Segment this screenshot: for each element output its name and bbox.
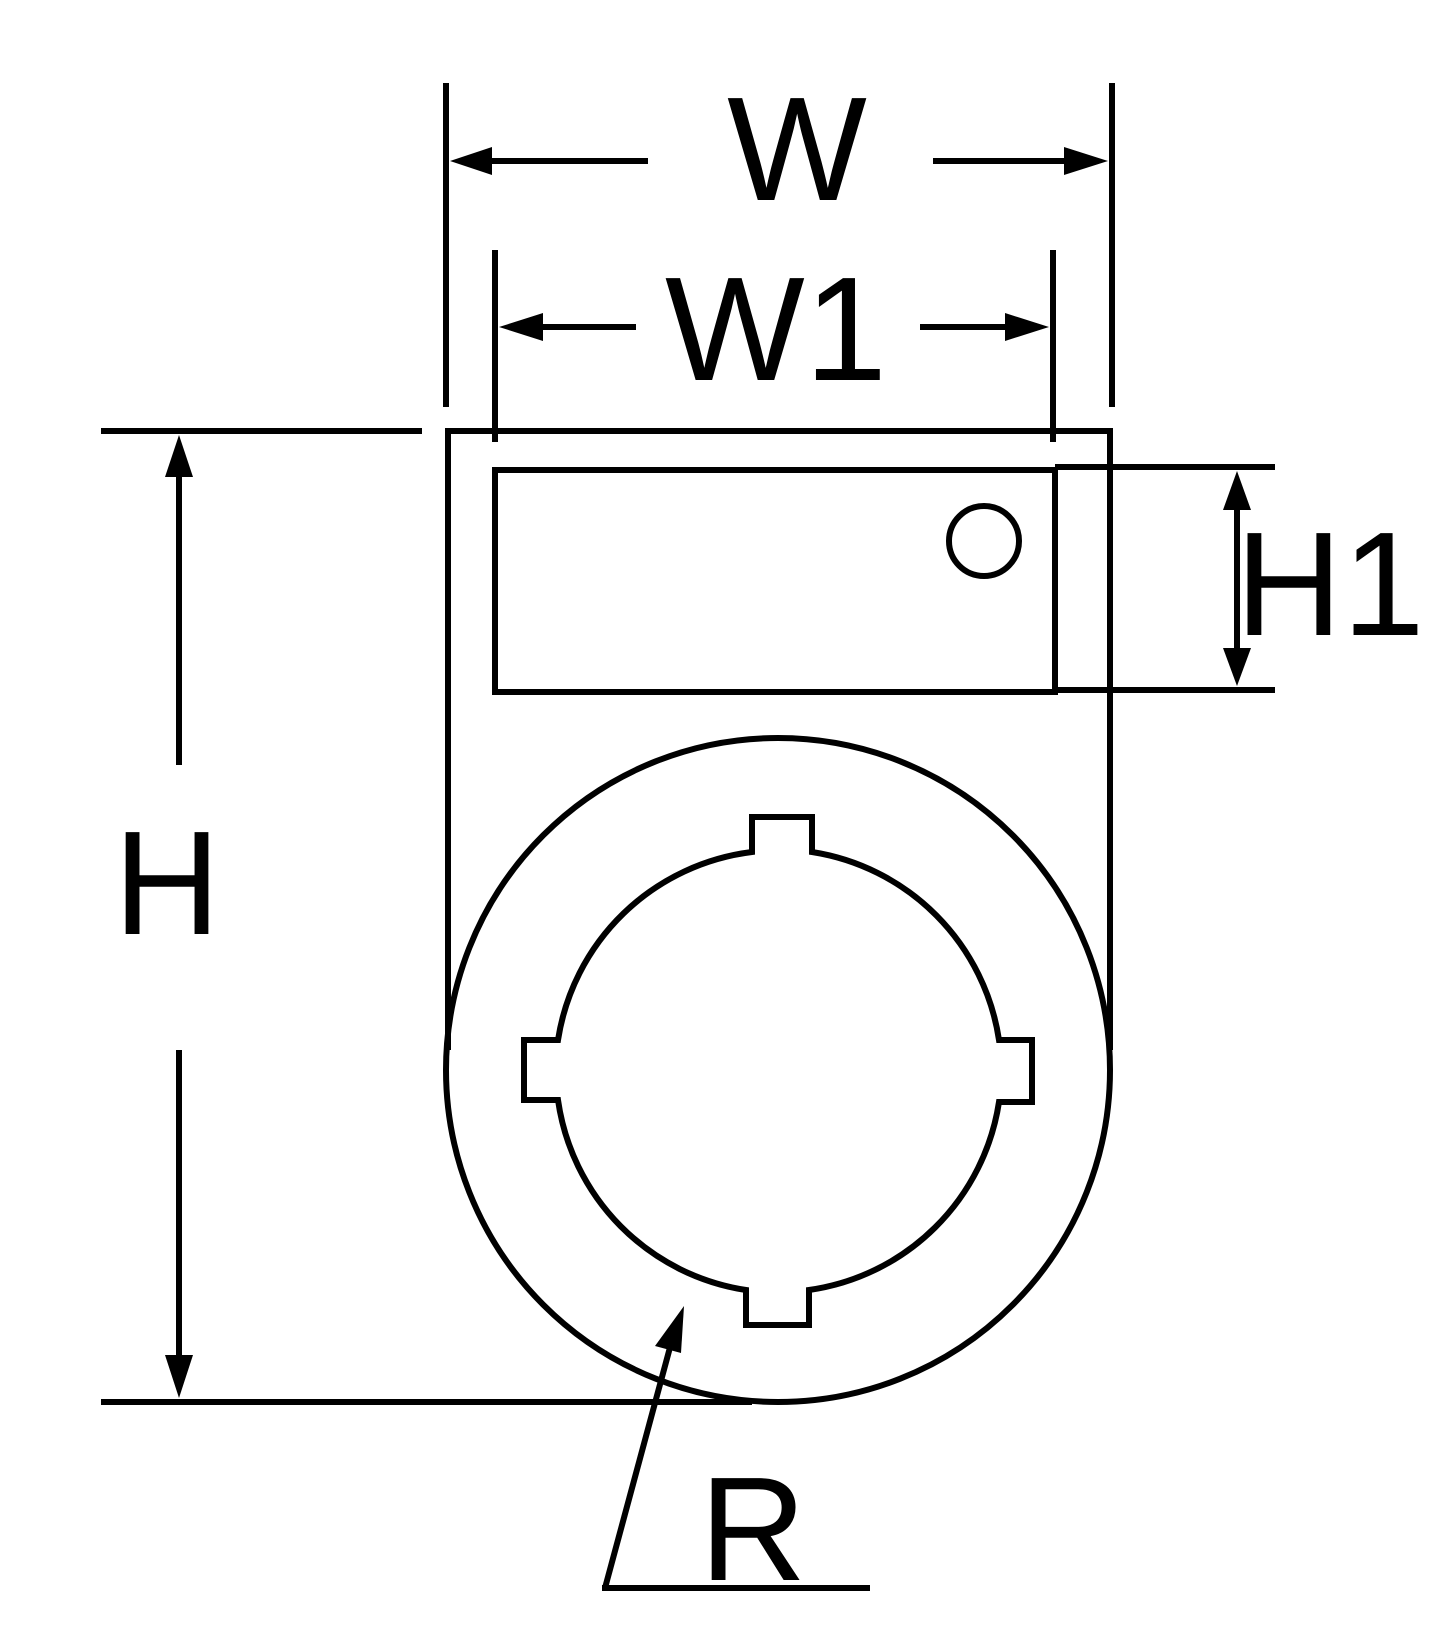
h1-arrowhead-bottom	[1223, 648, 1251, 686]
h-arrowhead-bottom	[165, 1355, 193, 1398]
r-arrowhead	[655, 1306, 684, 1353]
h1-label: H1	[1235, 502, 1424, 667]
width-dimension: W	[443, 67, 1115, 407]
w-arrowhead-left	[450, 147, 492, 175]
w-arrowhead-right	[1064, 147, 1108, 175]
h-arrowhead-top	[165, 435, 193, 477]
w-label: W	[727, 67, 867, 232]
r-leader-line	[602, 1339, 675, 1589]
r-label: R	[700, 1447, 807, 1612]
inner-height-dimension: H1	[1055, 464, 1425, 693]
h1-arrowhead-top	[1223, 471, 1251, 510]
w1-arrowhead-right	[1005, 313, 1049, 341]
plate-outline	[443, 428, 1113, 1405]
label-window	[492, 467, 1058, 695]
keyed-mounting-hole	[521, 814, 1035, 1328]
plate-bottom-circle	[443, 735, 1113, 1405]
w1-label: W1	[665, 247, 887, 412]
small-hole	[946, 503, 1022, 579]
inner-width-dimension: W1	[492, 247, 1056, 442]
height-dimension: H	[101, 428, 752, 1405]
w1-arrowhead-left	[499, 313, 543, 341]
h-label: H	[114, 801, 221, 966]
radius-leader: R	[602, 1306, 870, 1612]
